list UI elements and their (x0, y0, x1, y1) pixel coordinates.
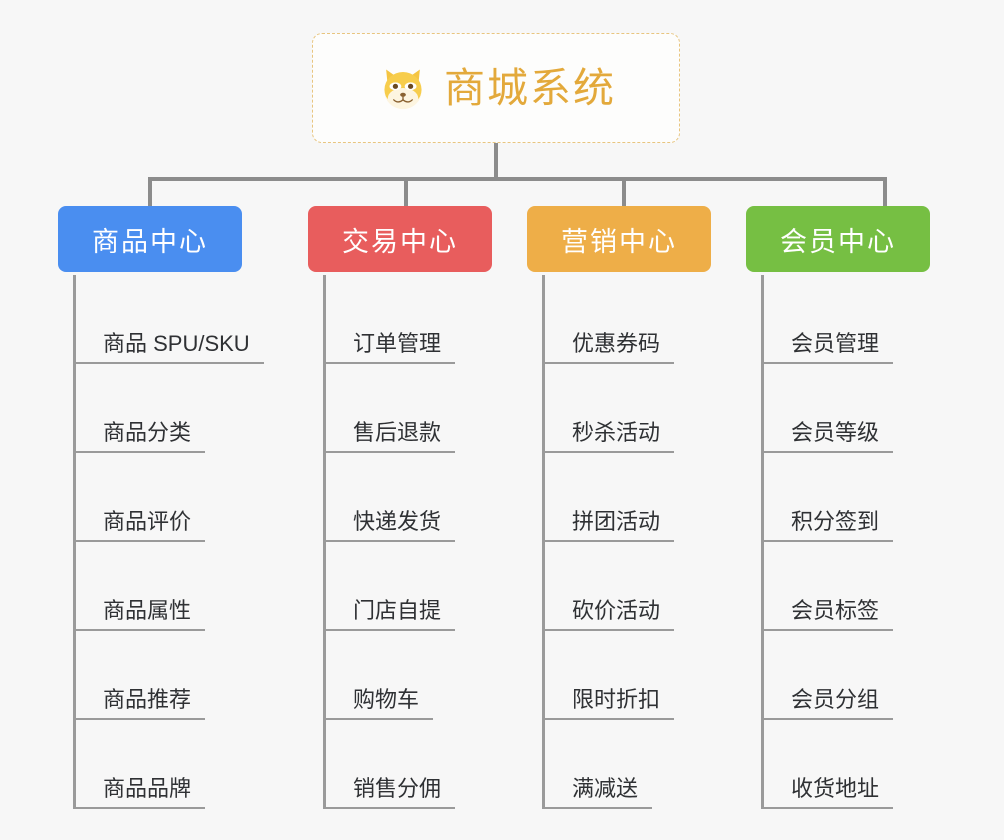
leaf-item[interactable]: 会员管理 (761, 275, 893, 364)
leaf-item[interactable]: 拼团活动 (542, 453, 674, 542)
leaf-item[interactable]: 购物车 (323, 631, 447, 720)
category-header-label: 交易中心 (342, 226, 458, 257)
leaf-item-label: 售后退款 (353, 420, 442, 445)
leaf-item[interactable]: 砍价活动 (542, 542, 674, 631)
leaf-item-underline (761, 718, 893, 720)
connector-horizontal-bus (148, 177, 686, 181)
leaf-item-label: 优惠券码 (572, 331, 661, 356)
leaf-item-underline (542, 807, 652, 809)
leaf-item-underline (761, 629, 893, 631)
leaf-item-underline (761, 540, 893, 542)
leaf-item-label: 商品品牌 (103, 776, 192, 801)
leaf-item-label: 商品推荐 (103, 687, 192, 712)
leaf-item-label: 积分签到 (791, 509, 880, 534)
leaf-item-underline (542, 362, 674, 364)
leaf-item-label: 商品 SPU/SKU (103, 331, 250, 356)
leaf-item-label: 拼团活动 (572, 509, 661, 534)
leaf-item[interactable]: 满减送 (542, 720, 666, 809)
leaf-item-underline (761, 451, 893, 453)
leaf-item-underline (323, 807, 455, 809)
category-header-3[interactable]: 营销中心 (527, 206, 711, 272)
leaf-item-underline (323, 718, 433, 720)
leaf-item[interactable]: 积分签到 (761, 453, 893, 542)
leaf-item-label: 满减送 (572, 776, 639, 801)
leaf-item[interactable]: 商品 SPU/SKU (73, 275, 264, 364)
leaf-item[interactable]: 快递发货 (323, 453, 455, 542)
root-node[interactable]: 商城系统 (312, 33, 680, 143)
leaf-item-label: 会员分组 (791, 687, 880, 712)
leaf-item-label: 购物车 (353, 687, 420, 712)
leaf-item[interactable]: 会员标签 (761, 542, 893, 631)
leaf-item-label: 砍价活动 (572, 598, 661, 623)
connector-horizontal-bus-right (494, 177, 886, 181)
connector-drop-4 (883, 177, 887, 207)
connector-drop-2 (404, 177, 408, 207)
leaf-item-label: 会员标签 (791, 598, 880, 623)
leaf-item[interactable]: 限时折扣 (542, 631, 674, 720)
connector-drop-1 (148, 177, 152, 207)
leaf-item-underline (542, 540, 674, 542)
leaf-item[interactable]: 秒杀活动 (542, 364, 674, 453)
leaf-item[interactable]: 商品评价 (73, 453, 256, 542)
leaf-item-label: 秒杀活动 (572, 420, 661, 445)
leaf-item[interactable]: 销售分佣 (323, 720, 455, 809)
leaf-item[interactable]: 订单管理 (323, 275, 455, 364)
leaf-item[interactable]: 门店自提 (323, 542, 455, 631)
leaf-item-label: 门店自提 (353, 598, 442, 623)
leaf-item[interactable]: 会员等级 (761, 364, 893, 453)
shiba-dog-face-icon (376, 61, 430, 115)
leaf-item-underline (761, 807, 893, 809)
leaf-item-underline (323, 362, 455, 364)
leaf-item-underline (73, 718, 205, 720)
leaf-item-label: 限时折扣 (572, 687, 661, 712)
leaf-item-underline (542, 629, 674, 631)
leaf-item[interactable]: 商品属性 (73, 542, 256, 631)
leaf-item-underline (73, 540, 205, 542)
category-header-label: 商品中心 (92, 226, 208, 257)
category-header-label: 营销中心 (561, 226, 677, 257)
leaf-item-underline (542, 451, 674, 453)
leaf-item[interactable]: 商品分类 (73, 364, 256, 453)
leaf-item-label: 商品分类 (103, 420, 192, 445)
leaf-item-underline (542, 718, 674, 720)
leaf-item-underline (323, 629, 455, 631)
leaf-item-underline (73, 362, 264, 364)
leaf-item-label: 订单管理 (353, 331, 442, 356)
branch-column-4: 会员管理会员等级积分签到会员标签会员分组收货地址 (761, 275, 893, 809)
category-header-1[interactable]: 商品中心 (58, 206, 242, 272)
leaf-item-underline (761, 362, 893, 364)
branch-column-3: 优惠券码秒杀活动拼团活动砍价活动限时折扣满减送 (542, 275, 674, 809)
leaf-item-underline (73, 629, 205, 631)
leaf-item[interactable]: 会员分组 (761, 631, 893, 720)
leaf-item-label: 销售分佣 (353, 776, 442, 801)
leaf-item-label: 商品评价 (103, 509, 192, 534)
leaf-item[interactable]: 售后退款 (323, 364, 455, 453)
leaf-item-underline (323, 540, 455, 542)
branch-spine (761, 275, 764, 809)
leaf-item-label: 会员管理 (791, 331, 880, 356)
category-header-4[interactable]: 会员中心 (746, 206, 930, 272)
connector-drop-3 (622, 177, 626, 207)
leaf-item-label: 快递发货 (353, 509, 442, 534)
leaf-item-underline (323, 451, 455, 453)
leaf-item-label: 会员等级 (791, 420, 880, 445)
leaf-item[interactable]: 商品品牌 (73, 720, 256, 809)
leaf-item-underline (73, 451, 205, 453)
category-header-label: 会员中心 (780, 226, 896, 257)
leaf-item-label: 收货地址 (791, 776, 880, 801)
branch-spine (73, 275, 76, 809)
leaf-item[interactable]: 收货地址 (761, 720, 893, 809)
branch-spine (323, 275, 326, 809)
leaf-item-label: 商品属性 (103, 598, 192, 623)
branch-column-2: 订单管理售后退款快递发货门店自提购物车销售分佣 (323, 275, 455, 809)
leaf-item[interactable]: 商品推荐 (73, 631, 256, 720)
leaf-item[interactable]: 优惠券码 (542, 275, 674, 364)
branch-spine (542, 275, 545, 809)
branch-column-1: 商品 SPU/SKU 商品分类商品评价商品属性商品推荐商品品牌 (73, 275, 264, 809)
connector-root-stem (494, 143, 498, 179)
root-title: 商城系统 (444, 64, 616, 111)
leaf-item-underline (73, 807, 205, 809)
category-header-2[interactable]: 交易中心 (308, 206, 492, 272)
